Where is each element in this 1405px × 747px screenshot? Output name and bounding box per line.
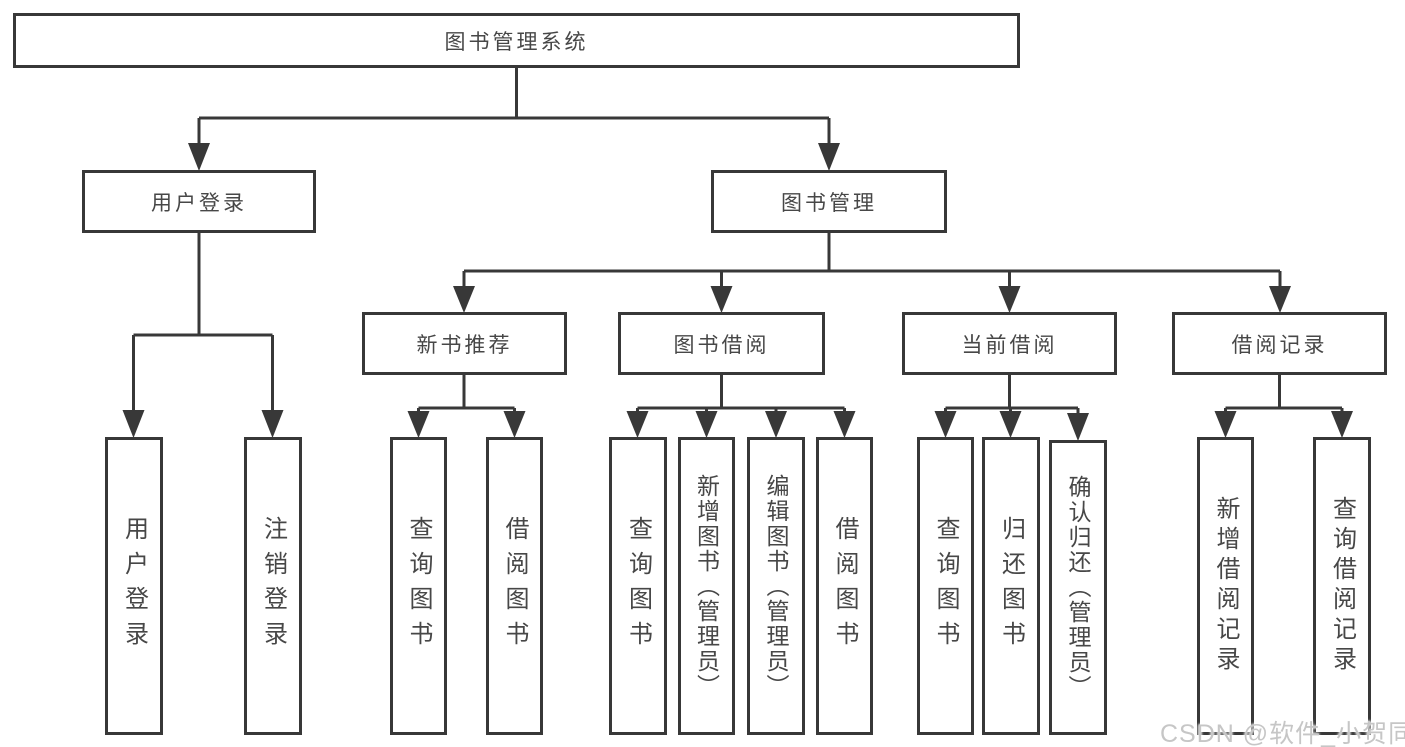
node-label: 新书推荐 <box>416 333 513 357</box>
node-current-borrowing: 当前借阅 <box>902 312 1117 375</box>
node-label: 新增图书（管理员） <box>693 473 720 699</box>
node-label: 图书借阅 <box>673 333 770 357</box>
node-label: 借阅图书 <box>501 516 528 656</box>
leaf-add-books-admin: 新增图书（管理员） <box>678 437 735 735</box>
node-label: 用户登录 <box>120 516 148 656</box>
leaf-edit-books-admin: 编辑图书（管理员） <box>747 437 805 735</box>
node-label: 用户登录 <box>151 191 247 215</box>
node-label: 归还图书 <box>997 516 1025 656</box>
node-book-management-branch: 图书管理 <box>711 170 947 233</box>
node-label: 图书管理系统 <box>444 30 589 54</box>
node-book-borrowing: 图书借阅 <box>618 312 825 375</box>
node-new-book-recommend: 新书推荐 <box>362 312 567 375</box>
leaf-confirm-return-admin: 确认归还（管理员） <box>1049 440 1107 735</box>
leaf-logout: 注销登录 <box>244 437 302 735</box>
node-borrowing-records: 借阅记录 <box>1172 312 1387 375</box>
node-label: 当前借阅 <box>961 333 1058 357</box>
node-user-login-branch: 用户登录 <box>82 170 316 233</box>
leaf-query-books-2: 查询图书 <box>609 437 667 735</box>
node-label: 查询图书 <box>932 516 959 656</box>
leaf-return-books: 归还图书 <box>982 437 1040 735</box>
node-label: 注销登录 <box>259 516 287 656</box>
leaf-query-books-1: 查询图书 <box>390 437 447 735</box>
node-label: 借阅记录 <box>1231 333 1328 357</box>
arrowhead-group <box>122 143 1353 441</box>
node-label: 确认归还（管理员） <box>1065 475 1091 700</box>
node-root-library-system: 图书管理系统 <box>13 13 1020 68</box>
leaf-borrow-books-1: 借阅图书 <box>486 437 543 735</box>
leaf-query-borrow-record: 查询借阅记录 <box>1313 437 1371 735</box>
node-label: 查询图书 <box>405 516 432 656</box>
node-label: 查询借阅记录 <box>1328 496 1356 676</box>
leaf-add-borrow-record: 新增借阅记录 <box>1197 437 1254 735</box>
node-label: 新增借阅记录 <box>1212 496 1239 676</box>
node-label: 借阅图书 <box>831 516 858 656</box>
node-label: 查询图书 <box>624 516 652 656</box>
node-label: 图书管理 <box>781 191 877 215</box>
leaf-borrow-books-2: 借阅图书 <box>816 437 873 735</box>
leaf-query-books-3: 查询图书 <box>917 437 974 735</box>
csdn-watermark: CSDN @软件_小贺同学 <box>1160 720 1405 747</box>
leaf-user-login: 用户登录 <box>105 437 163 735</box>
node-label: 编辑图书（管理员） <box>763 473 789 699</box>
